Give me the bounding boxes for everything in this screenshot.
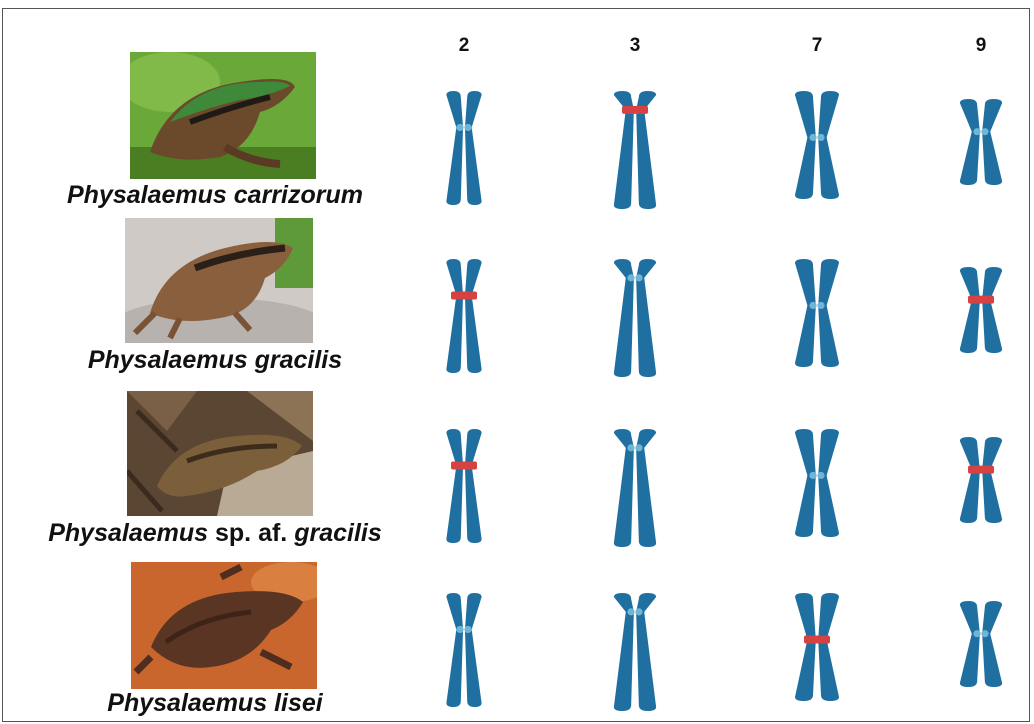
chromosome-2 (444, 259, 484, 373)
figure-panel: 2 3 7 9 Physalaemus carrizorum (2, 8, 1030, 722)
chromosome-3 (611, 259, 659, 377)
nor-band-marker (968, 296, 994, 304)
chromosome-3 (611, 429, 659, 547)
column-header-7: 7 (797, 35, 837, 57)
chromosome-9 (957, 601, 1005, 687)
chromosome-9 (957, 437, 1005, 523)
chromosome-2 (444, 429, 484, 543)
chromosome-7 (792, 593, 842, 701)
frog-photo-sp-af-gracilis (127, 391, 313, 516)
frog-photo-lisei (131, 562, 317, 689)
species-label: Physalaemus carrizorum (40, 181, 390, 210)
chromosome-3 (611, 593, 659, 711)
nor-band-marker (968, 466, 994, 474)
frog-photo-gracilis (125, 218, 313, 343)
column-header-9: 9 (961, 35, 1001, 57)
frog-photo-carrizorum (130, 52, 316, 179)
chromosome-7 (792, 429, 842, 537)
nor-band-marker (451, 461, 477, 469)
chromosome-7 (792, 259, 842, 367)
chromosome-7 (792, 91, 842, 199)
chromosome-9 (957, 99, 1005, 185)
chromosome-2 (444, 91, 484, 205)
column-header-3: 3 (615, 35, 655, 57)
chromosome-9 (957, 267, 1005, 353)
chromosome-2 (444, 593, 484, 707)
nor-band-marker (451, 291, 477, 299)
column-header-2: 2 (444, 35, 484, 57)
nor-band-marker (622, 106, 648, 114)
species-label: Physalaemus gracilis (40, 346, 390, 375)
species-label: Physalaemus lisei (40, 689, 390, 718)
chromosome-3 (611, 91, 659, 209)
species-label: Physalaemus sp. af. gracilis (13, 519, 417, 548)
nor-band-marker (804, 635, 830, 643)
